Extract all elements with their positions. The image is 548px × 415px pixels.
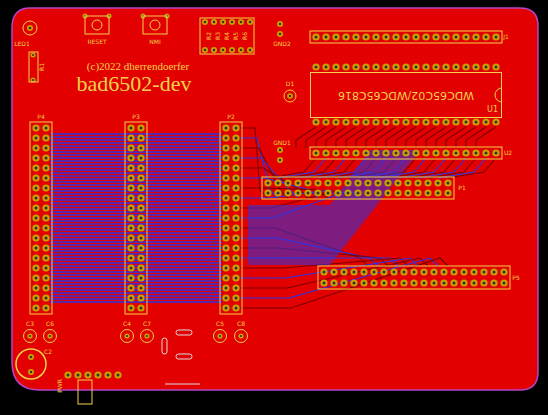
- silk-outline: [262, 177, 454, 199]
- silk-label: P3: [132, 114, 139, 120]
- silk-label: R4: [224, 32, 230, 40]
- chip-notch: [495, 88, 502, 102]
- button-symbol: [150, 20, 160, 30]
- silk-label: C5: [216, 321, 224, 327]
- chip-outline: WDC65C02/WDC65C816U1: [310, 72, 502, 118]
- board-outline: [12, 8, 538, 390]
- button-symbol: [92, 20, 102, 30]
- silk-outline: [125, 122, 147, 314]
- capacitor-symbol: [141, 330, 154, 343]
- silk-outline: [78, 380, 92, 404]
- capacitor-symbol: [16, 349, 46, 379]
- silk-label: NMI: [149, 39, 160, 45]
- silk-outline: [318, 266, 510, 289]
- silk-label: C3: [26, 321, 34, 327]
- silk-label: P4: [37, 114, 44, 120]
- capacitor-symbol: [235, 330, 248, 343]
- led-symbol: [23, 21, 37, 35]
- silk-label: RESET: [87, 39, 106, 45]
- silk-label: R3: [215, 32, 221, 40]
- trace-fan: [240, 127, 496, 308]
- silk-label: GND2: [273, 41, 291, 47]
- silk-outline: [29, 52, 38, 82]
- silk-label: P2: [227, 114, 234, 120]
- silk-label: R6: [242, 32, 248, 40]
- silk-label: LED1: [14, 41, 30, 47]
- silk-label: P5: [512, 275, 519, 281]
- trace-bundle: [50, 134, 222, 302]
- ground-pour: [248, 150, 420, 265]
- pad-array: [27, 14, 508, 379]
- capacitor-symbol: [214, 330, 227, 343]
- slot: [176, 330, 192, 335]
- silk-outline: [310, 31, 502, 43]
- silk-label: R2: [206, 32, 212, 40]
- silk-label: C8: [237, 321, 245, 327]
- silk-label: J1: [503, 34, 509, 40]
- silk-outline: [143, 16, 167, 34]
- silk-label: R5: [233, 32, 239, 40]
- silk-label: D1: [286, 81, 294, 87]
- capacitor-symbol: [121, 330, 134, 343]
- silk-label: U2: [504, 150, 512, 156]
- slot: [176, 354, 192, 359]
- board-title: bad6502-dev: [77, 73, 192, 95]
- led-symbol: [284, 90, 296, 102]
- silk-outline: [85, 16, 109, 34]
- silk-label: C2: [44, 349, 52, 355]
- silk-outline: [200, 18, 254, 54]
- silk-label: C6: [46, 321, 54, 327]
- silk-label: R1: [39, 63, 45, 71]
- capacitor-symbol: [24, 330, 37, 343]
- silk-line: [165, 384, 200, 385]
- silk-label: PWR: [57, 379, 63, 393]
- silk-label: C7: [143, 321, 151, 327]
- copyright-note: (c)2022 dherrendoerfer: [87, 61, 189, 72]
- part-number: WDC65C02/WDC65C816: [338, 90, 474, 101]
- silk-outline: [310, 147, 502, 159]
- silk-label: GND1: [273, 140, 291, 146]
- reference-designator: U1: [487, 106, 498, 114]
- silk-label: C4: [123, 321, 131, 327]
- silk-outline: [220, 122, 242, 314]
- silk-label: P1: [458, 185, 465, 191]
- slot: [162, 338, 167, 354]
- capacitor-symbol: [44, 330, 57, 343]
- silk-outline: [30, 122, 52, 314]
